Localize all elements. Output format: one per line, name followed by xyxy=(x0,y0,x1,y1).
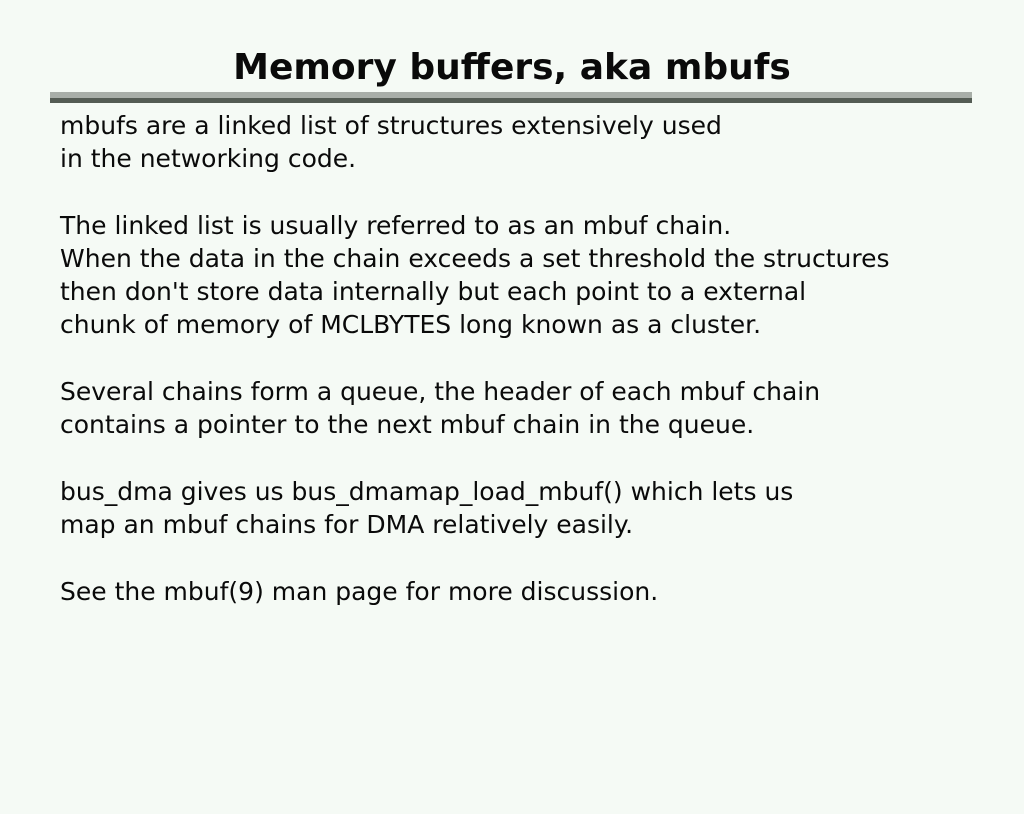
text-line: See the mbuf(9) man page for more discus… xyxy=(60,577,659,606)
text-line: map an mbuf chains for DMA relatively ea… xyxy=(60,510,634,539)
paragraph: Several chains form a queue, the header … xyxy=(60,375,984,441)
title-underline-rule xyxy=(50,92,972,103)
slide: Memory buffers, aka mbufs mbufs are a li… xyxy=(0,46,1024,814)
text-line: When the data in the chain exceeds a set… xyxy=(60,244,890,273)
text-line: in the networking code. xyxy=(60,144,357,173)
text-line: chunk of memory of MCLBYTES long known a… xyxy=(60,310,762,339)
title-underline-rule-bottom xyxy=(50,98,972,103)
text-line: then don't store data internally but eac… xyxy=(60,277,807,306)
paragraph: See the mbuf(9) man page for more discus… xyxy=(60,575,984,608)
slide-body: mbufs are a linked list of structures ex… xyxy=(60,109,984,608)
text-line: The linked list is usually referred to a… xyxy=(60,211,732,240)
paragraph: bus_dma gives us bus_dmamap_load_mbuf() … xyxy=(60,475,984,541)
slide-title: Memory buffers, aka mbufs xyxy=(233,47,791,88)
text-line: contains a pointer to the next mbuf chai… xyxy=(60,410,755,439)
paragraph: mbufs are a linked list of structures ex… xyxy=(60,109,984,175)
paragraph: The linked list is usually referred to a… xyxy=(60,209,984,341)
title-underline-rule-top xyxy=(50,92,972,98)
text-line: Several chains form a queue, the header … xyxy=(60,377,821,406)
text-line: bus_dma gives us bus_dmamap_load_mbuf() … xyxy=(60,477,794,506)
text-line: mbufs are a linked list of structures ex… xyxy=(60,111,722,140)
